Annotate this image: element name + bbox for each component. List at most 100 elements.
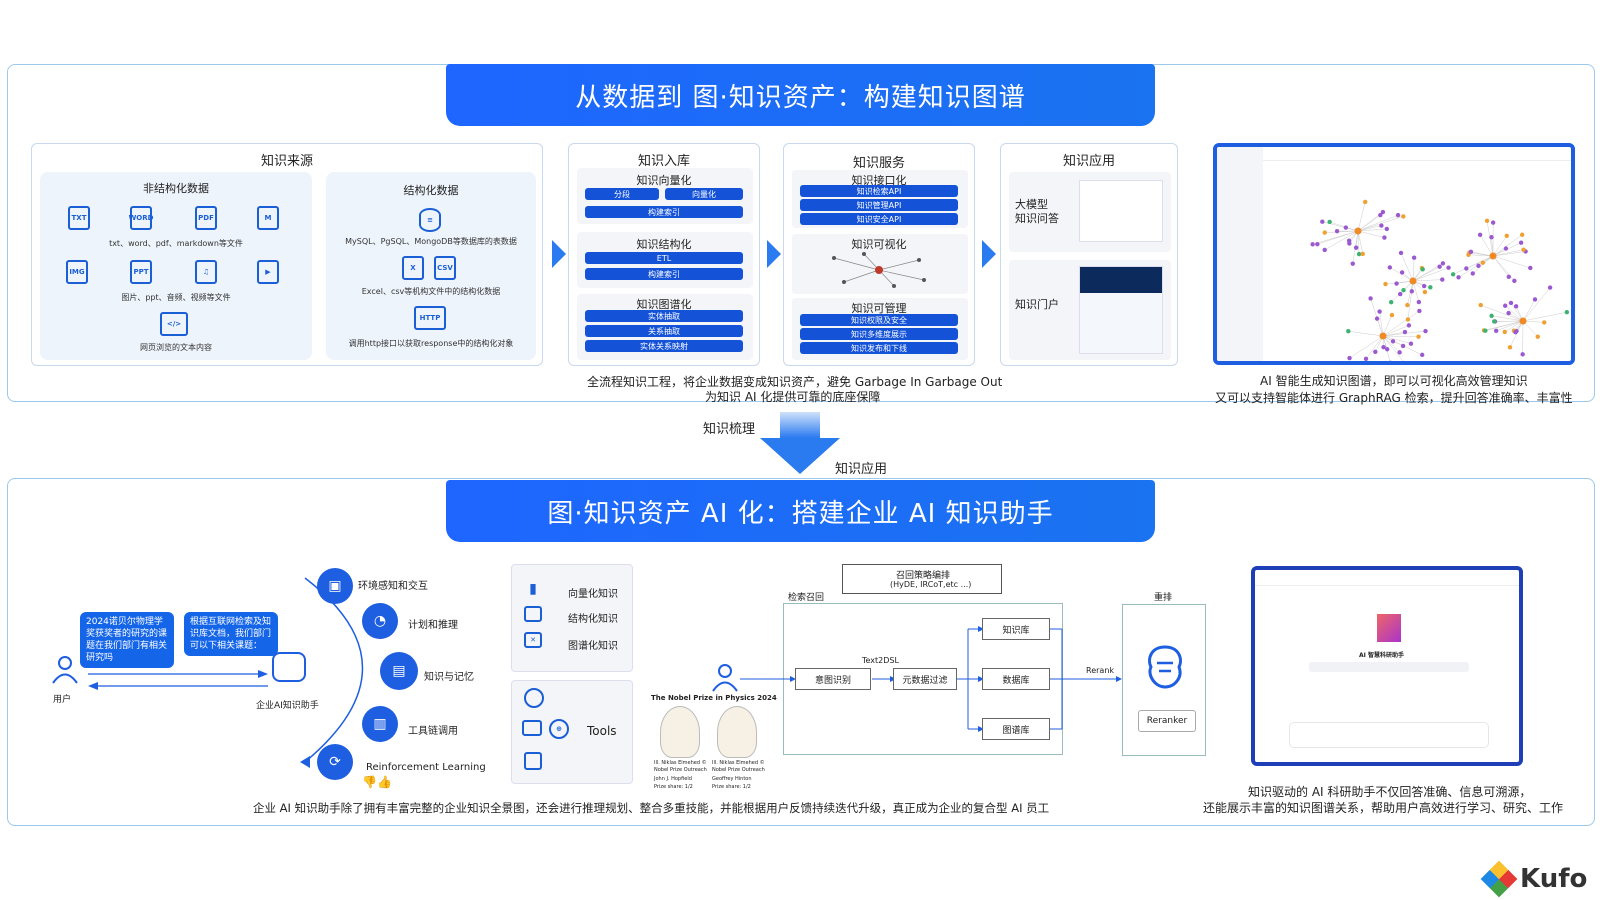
graph-node bbox=[1416, 299, 1422, 305]
graph-node bbox=[1491, 319, 1497, 324]
service-g3-title: 知识可管理 bbox=[851, 302, 907, 315]
k-structured: 结构化知识 bbox=[568, 614, 618, 625]
app-screenshot: AI 智慧科研助手 bbox=[1251, 566, 1523, 766]
service-box: 知识服务 知识接口化 知识检索API 知识管理API 知识安全API 知识可视化… bbox=[783, 143, 975, 366]
graph-node bbox=[1406, 323, 1412, 328]
planning-icon: ◔ bbox=[362, 603, 398, 639]
graph-node bbox=[1417, 308, 1422, 314]
graph-node bbox=[1360, 251, 1365, 257]
arrow-right-icon bbox=[552, 240, 566, 268]
graph-node bbox=[1507, 345, 1513, 350]
graph-edge bbox=[1382, 335, 1404, 361]
row2-caption: 图片、ppt、音频、视频等文件 bbox=[121, 293, 231, 302]
unstructured-title: 非结构化数据 bbox=[143, 182, 209, 195]
graph-node bbox=[1446, 265, 1451, 270]
right-caption-2: 又可以支持智能体进行 GraphRAG 检索，提升回答准确率、丰富性 bbox=[1215, 391, 1573, 405]
graph-node bbox=[1504, 233, 1509, 239]
pill-mapping: 实体关系映射 bbox=[585, 340, 743, 352]
graph-hub-node bbox=[1409, 277, 1417, 285]
graph-node bbox=[1374, 316, 1380, 321]
laureate1-name: John J. Hopfield bbox=[654, 776, 692, 782]
laureate1-share: Prize share: 1/2 bbox=[654, 784, 693, 790]
service-g1-title: 知识接口化 bbox=[851, 174, 907, 187]
store-graph: 图谱库 bbox=[982, 718, 1050, 740]
graph-icon: ✕ bbox=[524, 632, 542, 648]
graph-hub-node bbox=[1379, 332, 1387, 340]
bottom-banner: 图·知识资产 AI 化：搭建企业 AI 知识助手 bbox=[446, 480, 1155, 542]
bar-chart-icon: ▮ bbox=[529, 581, 537, 597]
reranker-box bbox=[1122, 604, 1206, 756]
graph-node bbox=[1503, 246, 1509, 251]
researcher-icon bbox=[712, 664, 738, 692]
app-box: 知识应用 大模型 知识问答 知识门户 bbox=[1000, 143, 1178, 366]
bottom-caption-left: 企业 AI 知识助手除了拥有丰富完整的企业知识全景图，还会进行推理规划、整合多重… bbox=[253, 801, 1050, 815]
graph-edge bbox=[1348, 330, 1384, 337]
app-title: 知识应用 bbox=[1062, 154, 1115, 169]
row3-caption: 网页浏览的文本内容 bbox=[140, 343, 212, 352]
graph-node bbox=[1512, 278, 1517, 284]
graph-node bbox=[1420, 267, 1425, 272]
laureate2-share: Prize share: 1/2 bbox=[712, 784, 751, 790]
top-banner: 从数据到 图·知识资产：构建知识图谱 bbox=[446, 64, 1155, 126]
pill-manage-api: 知识管理API bbox=[800, 199, 958, 211]
graph-node bbox=[1483, 328, 1488, 333]
knowledge-graph-visual bbox=[1310, 199, 1570, 361]
laureate2-credit: Ill. Niklas Elmehed © Nobel Prize Outrea… bbox=[712, 760, 765, 773]
csv-file-icon: CSV bbox=[434, 256, 456, 280]
arrow-right-icon bbox=[767, 240, 781, 268]
app-topbar bbox=[1255, 570, 1519, 586]
table-icon bbox=[524, 606, 542, 622]
graph-node bbox=[1394, 281, 1399, 286]
graph-edge bbox=[1509, 320, 1524, 348]
graph-node bbox=[1346, 329, 1351, 334]
sources-title: 知识来源 bbox=[260, 154, 313, 169]
graph-node bbox=[1397, 350, 1402, 355]
graph-node bbox=[1428, 285, 1433, 290]
tools-label: Tools bbox=[587, 724, 617, 738]
graph-edge bbox=[1317, 230, 1359, 245]
graph-edge bbox=[1385, 280, 1414, 285]
graph-node bbox=[1528, 265, 1533, 271]
graph-edge bbox=[1382, 335, 1400, 353]
pill-permission: 知识权限及安全 bbox=[800, 314, 958, 326]
rerank-title: 重排 bbox=[1154, 593, 1173, 603]
graph-node bbox=[1503, 303, 1508, 308]
app-logo-image bbox=[1377, 614, 1401, 642]
graph-screenshot bbox=[1213, 143, 1575, 365]
db-caption: MySQL、PgSQL、MongoDB等数据库的表数据 bbox=[345, 237, 517, 246]
graph-edge bbox=[1522, 311, 1567, 322]
pipeline-arrows bbox=[740, 626, 1122, 732]
text2dsl-label: Text2DSL bbox=[862, 656, 899, 665]
graph-node bbox=[1423, 328, 1428, 334]
graph-node bbox=[1456, 275, 1461, 280]
mid-caption-1: 全流程知识工程，将企业数据变成知识资产，避免 Garbage In Garbag… bbox=[587, 375, 1003, 389]
graph-node bbox=[1388, 299, 1394, 305]
graph-edge bbox=[1357, 230, 1364, 255]
cap-rl: Reinforcement Learning bbox=[366, 762, 486, 773]
graph-edge bbox=[1479, 234, 1494, 257]
structured-title: 结构化数据 bbox=[403, 184, 459, 197]
graph-edge bbox=[1470, 251, 1494, 257]
graph-edge bbox=[1357, 230, 1360, 255]
graph-node bbox=[1416, 334, 1421, 339]
txt-file-icon: TXT bbox=[68, 206, 90, 230]
graph-node bbox=[1477, 232, 1483, 238]
graph-edge bbox=[1412, 267, 1449, 282]
graph-node bbox=[1506, 274, 1511, 280]
laureate2-name: Geoffrey Hinton bbox=[712, 776, 752, 782]
pill-segment: 分段 bbox=[585, 188, 659, 200]
graph-node bbox=[1518, 240, 1524, 245]
graph-node bbox=[1489, 313, 1494, 318]
graph-edge bbox=[1522, 320, 1538, 337]
bottom-caption-right-1: 知识驱动的 AI 科研助手不仅回答准确、信息可溯源， bbox=[1248, 785, 1532, 799]
nobel-title: The Nobel Prize in Physics 2024 bbox=[651, 694, 777, 702]
graph-node bbox=[1489, 234, 1494, 240]
graph-node bbox=[1542, 320, 1547, 325]
graph-edge bbox=[1379, 311, 1384, 337]
graph-node bbox=[1468, 249, 1474, 255]
graph-edge bbox=[1492, 255, 1531, 269]
graph-node bbox=[1547, 285, 1553, 290]
app-chat-input[interactable] bbox=[1289, 722, 1489, 748]
graph-node bbox=[1363, 199, 1368, 205]
retrieval-label: 检索召回 bbox=[788, 593, 825, 603]
